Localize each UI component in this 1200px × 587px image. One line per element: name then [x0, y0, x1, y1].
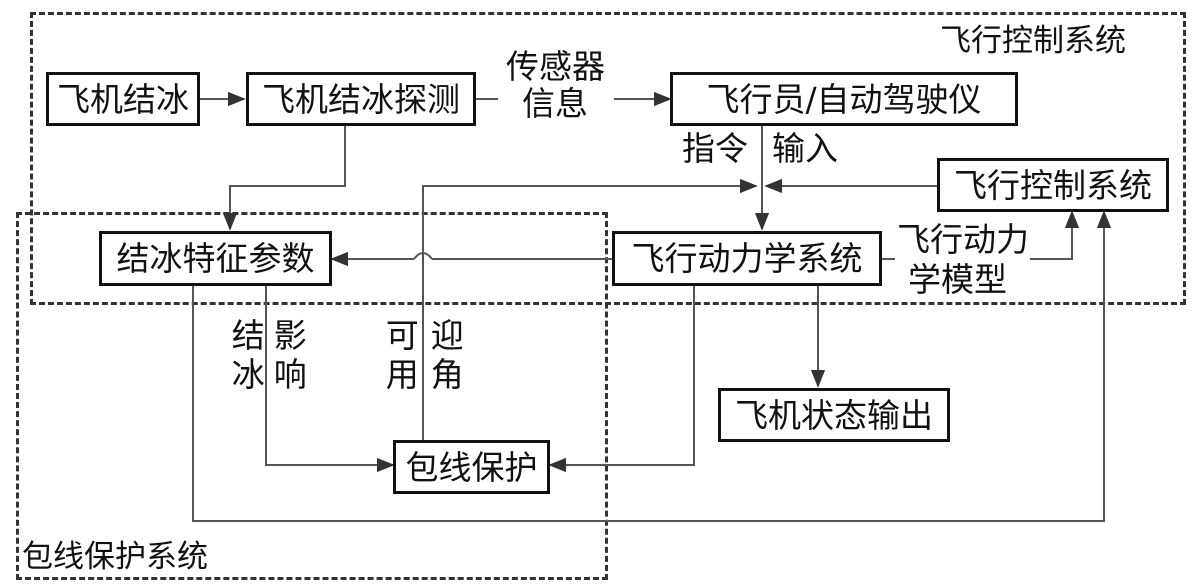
- aircraft-state-output-box: 飞机状态输出: [718, 388, 950, 442]
- command-label: 指令: [682, 129, 748, 168]
- icing-effect-label-col1: 结冰: [226, 318, 266, 396]
- input-label: 输入: [772, 129, 838, 168]
- available-aoa-label-col1: 可用: [380, 318, 420, 396]
- dynamics-model-label-line2: 学模型: [906, 260, 1009, 299]
- sensor-info-label-line1: 传感器: [506, 47, 605, 86]
- flight-dynamics-box: 飞行动力学系统: [612, 231, 882, 286]
- flight-control-system-box: 飞行控制系统: [937, 158, 1169, 212]
- envelope-protection-box: 包线保护: [393, 440, 550, 494]
- pilot-autopilot-box: 飞行员/自动驾驶仪: [670, 72, 1018, 126]
- aircraft-icing-box: 飞机结冰: [46, 72, 200, 126]
- icing-detection-box: 飞机结冰探测: [246, 72, 476, 126]
- available-aoa-label-col2: 迎角: [425, 318, 465, 396]
- envelope-protection-system-frame-title: 包线保护系统: [20, 539, 210, 575]
- dynamics-model-label-line1: 飞行动力: [895, 220, 1031, 259]
- flight-control-system-frame-title: 飞行控制系统: [938, 23, 1128, 59]
- sensor-info-label-line2: 信息: [522, 84, 588, 123]
- icing-effect-label-col2: 影响: [268, 318, 308, 396]
- icing-parameters-box: 结冰特征参数: [99, 231, 332, 286]
